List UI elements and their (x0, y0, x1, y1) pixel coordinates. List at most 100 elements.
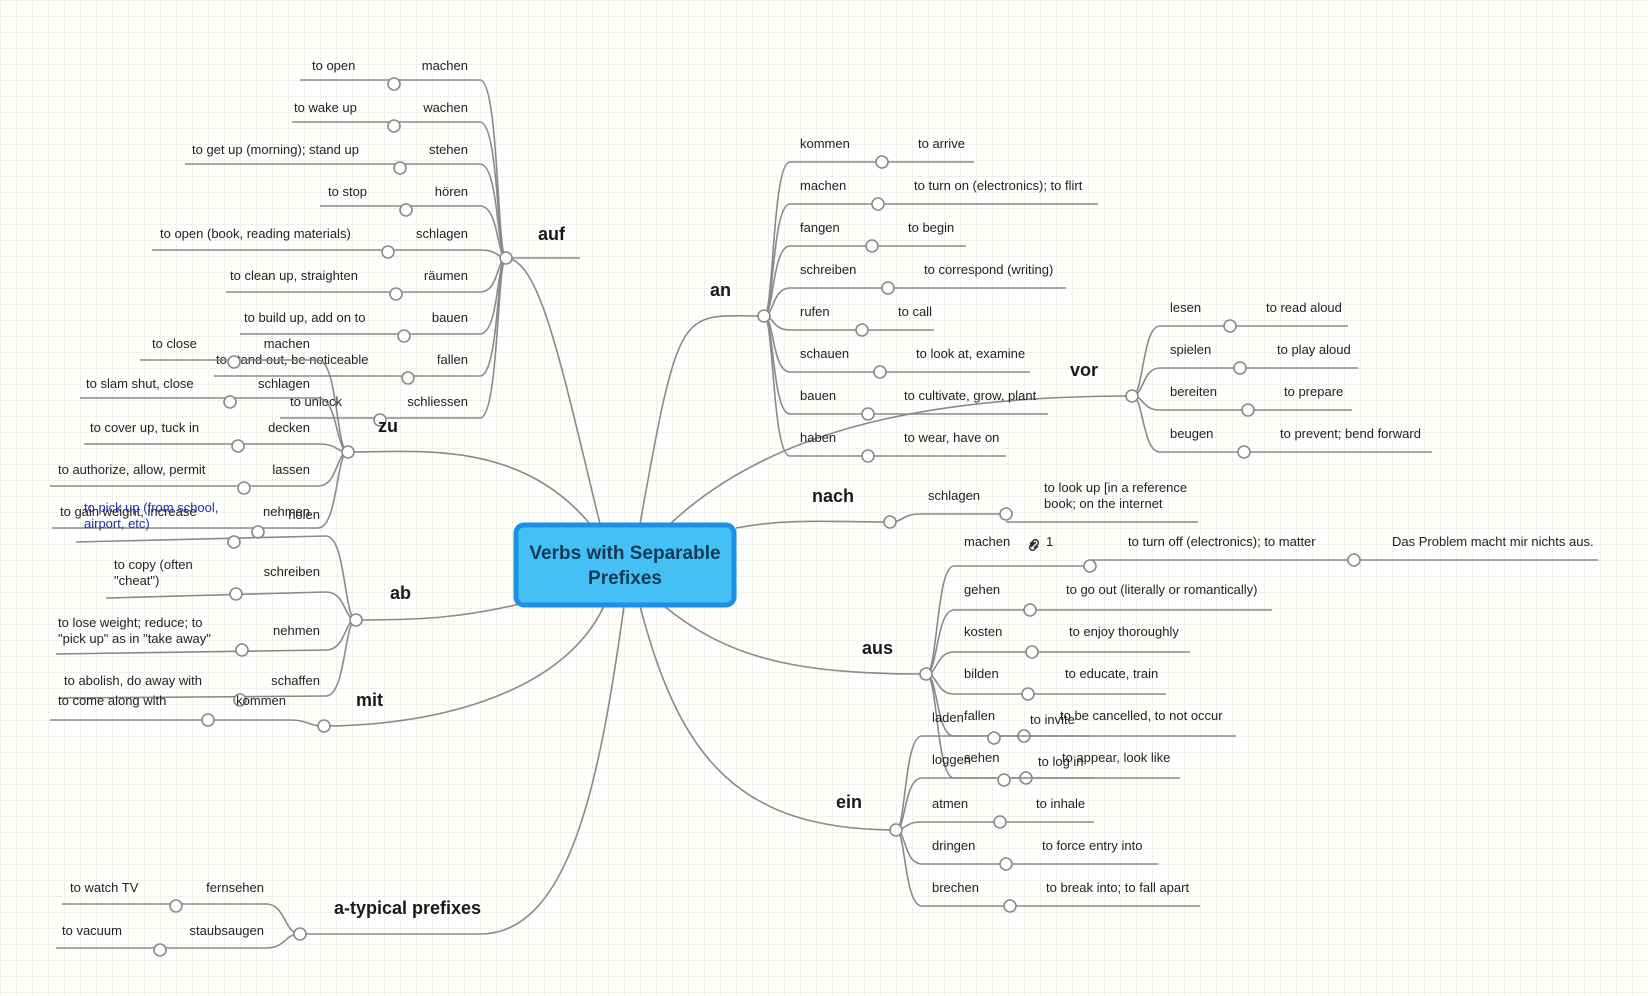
auf-verb[interactable]: schliessen (407, 394, 468, 409)
collapse-toggle[interactable] (993, 815, 1007, 829)
collapse-toggle[interactable] (987, 731, 1001, 745)
auf-meaning[interactable]: to stop (328, 184, 367, 199)
collapse-toggle[interactable] (499, 251, 513, 265)
auf-verb[interactable]: wachen (422, 100, 468, 115)
ab-meaning-line2[interactable]: "pick up" as in "take away" (58, 631, 211, 646)
collapse-toggle[interactable] (227, 355, 241, 369)
vor-meaning[interactable]: to prevent; bend forward (1280, 426, 1421, 441)
aus-verb[interactable]: gehen (964, 582, 1000, 597)
collapse-toggle[interactable] (397, 329, 411, 343)
root-node[interactable]: Verbs with Separable Prefixes (513, 522, 737, 608)
zu-meaning[interactable]: to authorize, allow, permit (58, 462, 206, 477)
collapse-toggle[interactable] (389, 287, 403, 301)
an-meaning[interactable]: to begin (908, 220, 954, 235)
collapse-toggle[interactable] (293, 927, 307, 941)
ein-meaning[interactable]: to break into; to fall apart (1046, 880, 1189, 895)
prefix-atypical[interactable]: a-typical prefixes (334, 898, 481, 918)
ab-verb[interactable]: schaffen (271, 673, 320, 688)
collapse-toggle[interactable] (997, 773, 1011, 787)
collapse-toggle[interactable] (223, 395, 237, 409)
auf-meaning[interactable]: to clean up, straighten (230, 268, 358, 283)
collapse-toggle[interactable] (881, 281, 895, 295)
auf-meaning[interactable]: to build up, add on to (244, 310, 365, 325)
aus-example[interactable]: Das Problem macht mir nichts aus. (1392, 534, 1594, 549)
atypical-verb[interactable]: fernsehen (206, 880, 264, 895)
ab-meaning-line2[interactable]: airport, etc) (84, 516, 150, 531)
ein-verb[interactable]: atmen (932, 796, 968, 811)
collapse-toggle[interactable] (153, 943, 167, 957)
root-box[interactable] (513, 522, 737, 608)
prefix-mit[interactable]: mit (356, 690, 383, 710)
collapse-toggle[interactable] (317, 719, 331, 733)
atypical-meaning[interactable]: to watch TV (70, 880, 139, 895)
collapse-toggle[interactable] (865, 239, 879, 253)
collapse-toggle[interactable] (1021, 687, 1035, 701)
ein-meaning[interactable]: to force entry into (1042, 838, 1142, 853)
collapse-toggle[interactable] (231, 439, 245, 453)
collapse-toggle[interactable] (381, 245, 395, 259)
ab-verb[interactable]: schreiben (264, 564, 320, 579)
auf-verb[interactable]: machen (422, 58, 468, 73)
collapse-toggle[interactable] (201, 713, 215, 727)
collapse-toggle[interactable] (227, 535, 241, 549)
aus-meaning[interactable]: to turn off (electronics); to matter (1128, 534, 1316, 549)
collapse-toggle[interactable] (871, 197, 885, 211)
collapse-toggle[interactable] (1083, 559, 1097, 573)
link-count-badge[interactable]: 1 (1046, 534, 1053, 549)
collapse-toggle[interactable] (1223, 319, 1237, 333)
an-verb[interactable]: bauen (800, 388, 836, 403)
prefix-aus[interactable]: aus (862, 638, 893, 658)
collapse-toggle[interactable] (393, 161, 407, 175)
ab-verb[interactable]: holen (288, 507, 320, 522)
aus-verb[interactable]: sehen (964, 750, 999, 765)
zu-verb[interactable]: decken (268, 420, 310, 435)
collapse-toggle[interactable] (873, 365, 887, 379)
collapse-toggle[interactable] (875, 155, 889, 169)
an-meaning[interactable]: to wear, have on (904, 430, 999, 445)
zu-verb[interactable]: lassen (272, 462, 310, 477)
collapse-toggle[interactable] (883, 515, 897, 529)
prefix-ab[interactable]: ab (390, 583, 411, 603)
collapse-toggle[interactable] (1003, 899, 1017, 913)
collapse-toggle[interactable] (341, 445, 355, 459)
an-meaning[interactable]: to turn on (electronics); to flirt (914, 178, 1083, 193)
vor-verb[interactable]: bereiten (1170, 384, 1217, 399)
auf-meaning[interactable]: to wake up (294, 100, 357, 115)
zu-meaning[interactable]: to close (152, 336, 197, 351)
aus-verb[interactable]: kosten (964, 624, 1002, 639)
collapse-toggle[interactable] (401, 371, 415, 385)
ein-meaning[interactable]: to invite (1030, 712, 1075, 727)
ein-meaning[interactable]: to inhale (1036, 796, 1085, 811)
prefix-zu[interactable]: zu (378, 416, 398, 436)
an-meaning[interactable]: to cultivate, grow, plant (904, 388, 1037, 403)
zu-meaning[interactable]: to cover up, tuck in (90, 420, 199, 435)
aus-meaning[interactable]: to appear, look like (1062, 750, 1170, 765)
an-verb[interactable]: schreiben (800, 262, 856, 277)
collapse-toggle[interactable] (399, 203, 413, 217)
collapse-toggle[interactable] (757, 309, 771, 323)
zu-verb[interactable]: machen (264, 336, 310, 351)
collapse-toggle[interactable] (1233, 361, 1247, 375)
zu-verb[interactable]: schlagen (258, 376, 310, 391)
prefix-an[interactable]: an (710, 280, 731, 300)
auf-verb[interactable]: stehen (429, 142, 468, 157)
prefix-nach[interactable]: nach (812, 486, 854, 506)
zu-verb[interactable]: nehmen (263, 504, 310, 519)
collapse-toggle[interactable] (1347, 553, 1361, 567)
collapse-toggle[interactable] (861, 449, 875, 463)
ab-meaning-line1[interactable]: to copy (often (114, 557, 193, 572)
ab-meaning-line1[interactable]: to abolish, do away with (64, 673, 202, 688)
auf-verb[interactable]: schlagen (416, 226, 468, 241)
vor-meaning[interactable]: to read aloud (1266, 300, 1342, 315)
ein-verb[interactable]: dringen (932, 838, 975, 853)
mit-meaning[interactable]: to come along with (58, 693, 166, 708)
auf-verb[interactable]: bauen (432, 310, 468, 325)
auf-meaning[interactable]: to get up (morning); stand up (192, 142, 359, 157)
ein-verb[interactable]: brechen (932, 880, 979, 895)
collapse-toggle[interactable] (919, 667, 933, 681)
nach-verb[interactable]: schlagen (928, 488, 980, 503)
mit-verb[interactable]: kommen (236, 693, 286, 708)
collapse-toggle[interactable] (387, 77, 401, 91)
aus-verb[interactable]: bilden (964, 666, 999, 681)
vor-verb[interactable]: lesen (1170, 300, 1201, 315)
